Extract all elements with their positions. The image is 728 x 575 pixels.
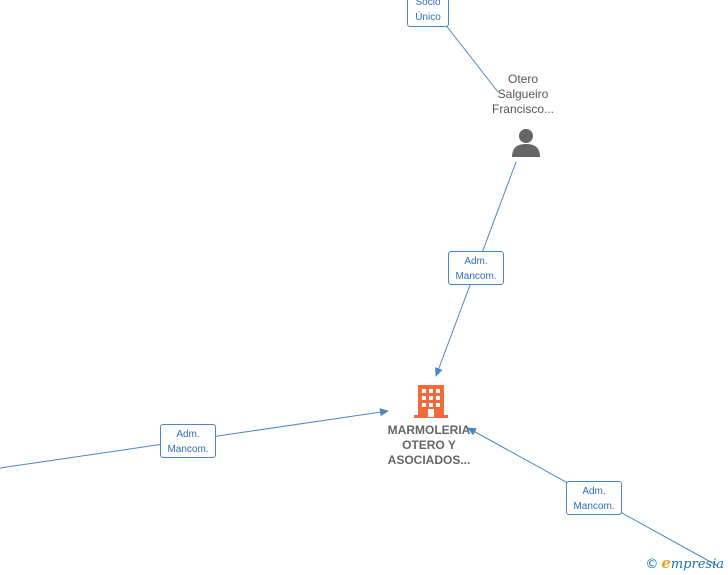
logo-text: mpresia bbox=[670, 557, 724, 572]
person-icon[interactable] bbox=[511, 127, 541, 157]
edge-label-socio-unico[interactable]: Socio Único bbox=[407, 0, 449, 27]
logo-letter: e bbox=[661, 554, 671, 572]
building-icon[interactable] bbox=[414, 383, 448, 419]
edge-label-adm-mancom-left[interactable]: Adm. Mancom. bbox=[160, 424, 216, 458]
edge-label-adm-mancom-right[interactable]: Adm. Mancom. bbox=[566, 481, 622, 515]
company-node-label[interactable]: MARMOLERIA OTERO Y ASOCIADOS... bbox=[387, 423, 471, 467]
edge-line-socio-unico bbox=[444, 23, 499, 93]
person-node-label[interactable]: Otero Salgueiro Francisco... bbox=[491, 72, 554, 116]
empresia-logo: ©empresia bbox=[645, 554, 724, 572]
edge-label-adm-mancom-person[interactable]: Adm. Mancom. bbox=[448, 251, 504, 285]
copyright-symbol: © bbox=[645, 557, 659, 572]
